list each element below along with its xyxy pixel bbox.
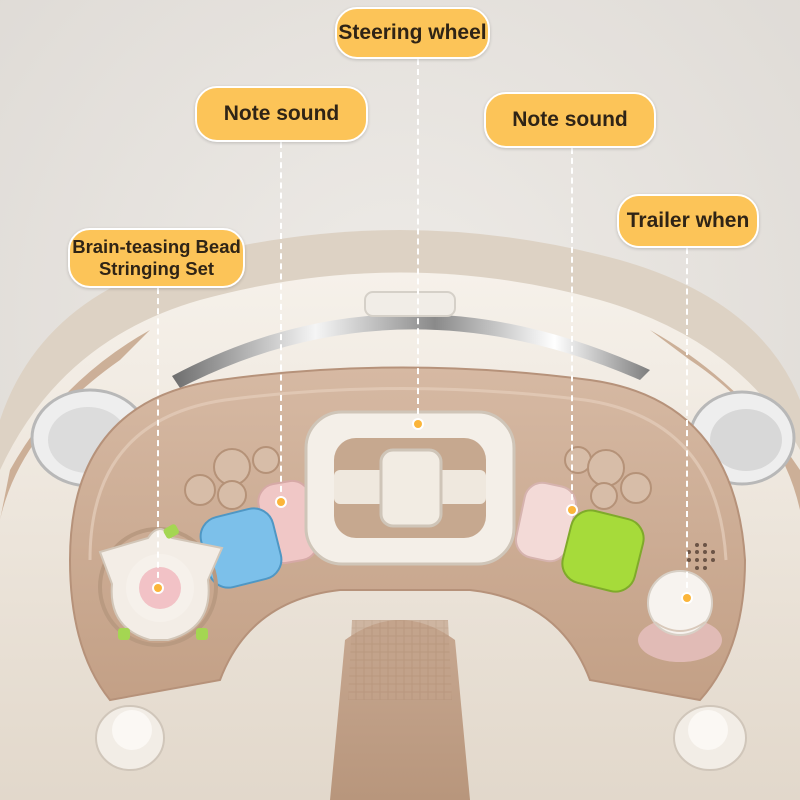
marker-steering [414, 420, 422, 428]
callout-note-sound-right: Note sound [484, 92, 656, 148]
leader-line-trailer [686, 248, 688, 598]
chrome-trim [172, 291, 650, 388]
green-note-button[interactable] [558, 506, 648, 596]
front-casters [95, 705, 747, 771]
leader-line-bead [157, 288, 159, 588]
marker-note-right [568, 506, 576, 514]
callout-trailer-when: Trailer when [617, 194, 759, 248]
marker-bead [154, 584, 162, 592]
callout-steering-wheel: Steering wheel [335, 7, 490, 59]
marker-note-left [277, 498, 285, 506]
callout-bead-stringing-set: Brain-teasing Bead Stringing Set [68, 228, 245, 288]
callout-note-sound-left: Note sound [195, 86, 368, 142]
leader-line-note-left [280, 142, 282, 502]
speaker-icon [687, 543, 715, 570]
steering-wheel-icon[interactable] [304, 410, 516, 566]
leader-line-note-right [571, 148, 573, 510]
bumper-knobs-left [184, 446, 280, 510]
leader-line-steering [417, 59, 419, 424]
bumper-knobs-right [564, 446, 652, 510]
seat [330, 620, 470, 800]
marker-trailer [683, 594, 691, 602]
callout-bead-line-1: Brain-teasing Bead [72, 236, 241, 258]
trailer-ball[interactable] [638, 570, 722, 662]
callout-bead-line-2: Stringing Set [98, 258, 215, 279]
